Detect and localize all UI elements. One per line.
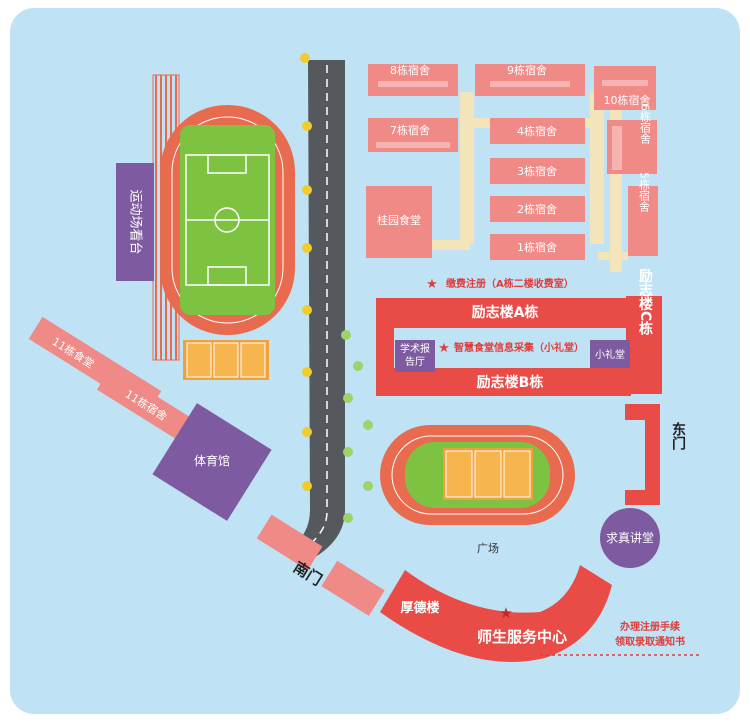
gym-label: 体育馆 [194, 453, 230, 468]
south-gate-left-building [256, 514, 323, 571]
payment-label: 缴费注册（A栋二楼收费室） [446, 277, 574, 290]
dorm3-label: 3栋宿舍 [517, 164, 557, 178]
south-gate-right-building [321, 560, 385, 616]
field-markings [185, 154, 270, 286]
star-icon-3: ★ [499, 604, 512, 622]
dorm6-label: 6栋宿舍 [639, 104, 652, 145]
dorm7-label: 7栋宿舍 [390, 123, 430, 137]
dorm5-label: 5栋宿舍 [638, 172, 651, 213]
dorm8-label: 8栋宿舍 [390, 63, 430, 77]
academic-hall-building [395, 340, 435, 372]
small-hall-label: 小礼堂 [595, 348, 625, 361]
dorm3-building [490, 158, 585, 184]
houde-label: 厚德楼 [400, 600, 439, 616]
service-center-label: 师生服务中心 [477, 628, 567, 646]
dorm9-building [475, 64, 585, 96]
stands-building [116, 163, 154, 281]
small-hall-building [590, 340, 630, 368]
dorm10-building [594, 66, 656, 110]
main-road [288, 60, 345, 565]
basketball-courts-west [183, 340, 269, 380]
tree-row-green [341, 330, 373, 523]
east-gate-wall [625, 404, 660, 505]
lizhi-b-building [376, 368, 631, 396]
dorm9-label: 9栋宿舍 [507, 63, 547, 77]
dorm4-label: 4栋宿舍 [517, 124, 557, 138]
stands-label: 运动场看台 [128, 189, 144, 254]
plaza-label: 广场 [477, 541, 499, 555]
houde-building [380, 565, 612, 662]
tree-row-yellow [300, 53, 312, 491]
dorm4-building [490, 118, 585, 144]
lizhi-c-building [626, 296, 662, 394]
dorm10-label: 10栋宿舍 [604, 93, 651, 107]
track-lane-line [171, 116, 284, 324]
qiuzhen-label: 求真讲堂 [606, 530, 654, 545]
canteen-label: 桂园食堂 [377, 213, 421, 227]
register-line2-label: 领取录取通知书 [615, 635, 685, 648]
lizhi-b-label: 励志楼B栋 [477, 374, 544, 391]
dorm2-building [490, 196, 585, 222]
dorm1-building [490, 234, 585, 260]
lizhi-c-label: 励志楼C栋 [637, 269, 653, 337]
star-icon: ★ [426, 277, 438, 292]
east-gate-label: 东门 [670, 421, 686, 451]
lizhi-a-label: 励志楼A栋 [472, 304, 539, 321]
basketball-courts-plaza [443, 448, 533, 500]
academic-hall-label: 学术报告厅 [400, 344, 430, 368]
qiuzhen-hall [600, 508, 660, 568]
dorm1-label: 1栋宿舍 [517, 240, 557, 254]
dorm2-label: 2栋宿舍 [517, 202, 557, 216]
canteen-building [366, 186, 432, 258]
lizhi-a-building [376, 298, 631, 328]
dorm8-building [368, 64, 458, 96]
register-line1-label: 办理注册手续 [620, 620, 680, 633]
dorm5-building [628, 186, 658, 256]
gym-building [152, 403, 272, 521]
star-icon-2: ★ [438, 341, 450, 356]
info-collect-label: 智慧食堂信息采集（小礼堂） [454, 341, 584, 354]
